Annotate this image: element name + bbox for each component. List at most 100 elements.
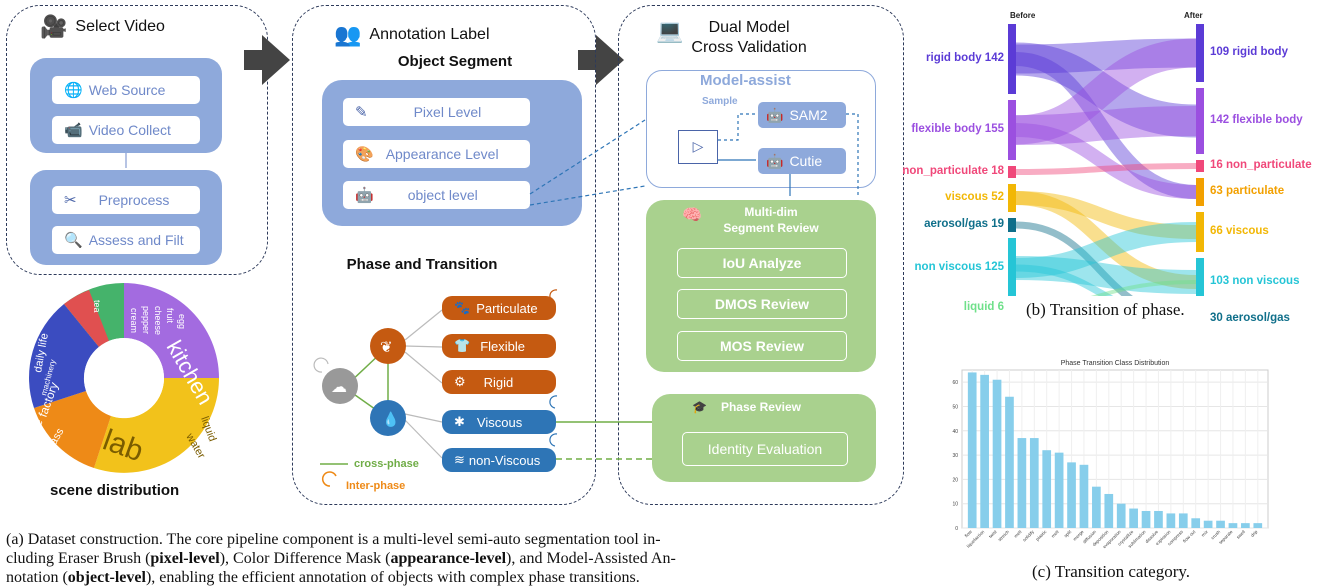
segment-review-title-2: Segment Review: [723, 221, 819, 235]
validation-header: 💻 Dual Model Cross Validation: [656, 18, 807, 58]
sam2-robot-icon: 🤖: [766, 106, 784, 123]
legend-inter-arc: [321, 471, 337, 487]
chart-xtick: plastic: [1035, 529, 1048, 542]
sam2-item: 🤖SAM2: [758, 102, 846, 128]
sankey-right-label: 16 non_particulate: [1210, 159, 1312, 171]
select-video-title: Select Video: [75, 18, 165, 35]
chart-bar: [1017, 438, 1027, 528]
sankey-flow: [1015, 222, 1197, 278]
identity-evaluation-item: Identity Evaluation: [682, 432, 848, 466]
robot-icon: 🤖: [355, 187, 374, 204]
sankey-left-node: [1008, 166, 1016, 178]
annotation-header: 👥 Annotation Label: [334, 22, 490, 48]
sunburst-caption: scene distribution: [50, 482, 180, 499]
eraser-icon: ✎: [355, 104, 368, 121]
arrow-right-2: [578, 35, 624, 85]
people-icon: 👥: [334, 22, 362, 47]
chart-bar: [967, 372, 977, 528]
chart-xtick: swell: [1235, 529, 1246, 540]
sankey-right-node: [1196, 212, 1204, 252]
object-level-label: object level: [407, 187, 478, 203]
sankey-flow: [1015, 191, 1197, 289]
sankey-flow: [1015, 264, 1114, 296]
annotation-panel: [292, 5, 596, 505]
caption-a-line2: cluding Eraser Brush (pixel-level), Colo…: [6, 550, 676, 567]
legend-inter-label: Inter-phase: [346, 480, 406, 492]
sunburst-lab: [94, 378, 219, 473]
video-sample-icon: ▷: [678, 130, 718, 164]
sankey-right-label: 66 viscous: [1210, 225, 1269, 237]
chart-ytick: 20: [952, 477, 958, 483]
chart-xtick: solidify: [1022, 529, 1036, 543]
shirt-icon: 👕: [454, 338, 471, 353]
magnifier-icon: 🔍: [64, 232, 83, 249]
chart-xtick: separate: [1218, 529, 1234, 545]
camera-icon: 📹: [64, 122, 83, 139]
cutie-robot-icon: 🤖: [766, 152, 784, 169]
web-source-label: Web Source: [88, 82, 166, 98]
chart-bar: [1253, 523, 1263, 528]
segment-review-title: 🧠 Multi-dim Segment Review: [682, 204, 856, 236]
validation-title: Dual Model Cross Validation: [691, 18, 806, 58]
chart-xtick: melt: [1013, 529, 1023, 539]
sunburst-kitchen: [124, 283, 219, 378]
transition-bar-chart: Phase Transition Class Distribution01020…: [952, 360, 1269, 549]
sankey-flow: [1015, 163, 1197, 175]
pixel-level-item: ✎ Pixel Level: [343, 98, 530, 126]
chart-bar: [1104, 493, 1114, 528]
paw-icon: 🐾: [454, 300, 471, 315]
sankey-flow: [1090, 280, 1197, 296]
legend-cross-label: cross-phase: [354, 458, 419, 470]
sankey-right-node: [1196, 24, 1204, 82]
sunburst-label-egg: egg: [177, 314, 187, 329]
appearance-level-label: Appearance Level: [385, 146, 499, 162]
rigid-label: Rigid: [483, 374, 514, 390]
sankey-flow: [1015, 42, 1197, 138]
brain-icon: 🧠: [682, 207, 702, 224]
chart-bar: [1203, 520, 1213, 528]
chart-bar: [1005, 396, 1014, 528]
chart-xtick: mix: [1200, 529, 1209, 538]
object-level-item: 🤖 object level: [343, 181, 530, 209]
sankey-right-label: 30 aerosol/gas: [1210, 312, 1290, 324]
segment-review-title-1: Multi-dim: [744, 205, 798, 219]
sankey-left-label: liquid 6: [963, 301, 1004, 313]
sunburst-label-fruit: fruit: [165, 308, 175, 324]
sankey-left-node: [1008, 24, 1016, 94]
flexible-item: 👕 Flexible: [442, 334, 556, 358]
non-viscous-label: non-Viscous: [468, 452, 541, 468]
sankey-left-label: aerosol/gas 19: [924, 218, 1004, 230]
bar-caption: (c) Transition category.: [1032, 562, 1191, 581]
splash-icon: ✱: [454, 414, 465, 429]
chart-bar: [1129, 508, 1138, 528]
chart-xtick: twist: [988, 529, 998, 539]
sankey-flow: [1015, 123, 1197, 199]
flexible-label: Flexible: [480, 338, 525, 354]
graduate-icon: 🎓: [692, 400, 707, 414]
sankey-caption: (b) Transition of phase.: [1026, 300, 1185, 319]
solid-node: [370, 328, 406, 364]
non-viscous-item: ≋non-Viscous: [442, 448, 556, 472]
chart-bar: [1178, 513, 1188, 528]
chart-ytick: 40: [952, 429, 958, 435]
sunburst-label-tea: tea: [92, 300, 102, 313]
sunburst-label-pepper: pepper: [141, 306, 151, 334]
chart-xtick: drip: [1250, 529, 1259, 538]
chart-xtick: crush: [1210, 529, 1222, 541]
caption-a-line1: (a) Dataset construction. The core pipel…: [6, 531, 661, 548]
chart-xtick: split: [1063, 529, 1073, 539]
sankey-flow: [1015, 52, 1197, 199]
droplet-icon: 💧: [382, 411, 399, 428]
waves-icon: ≋: [454, 452, 465, 467]
cutie-item: 🤖Cutie: [758, 148, 846, 174]
chart-bar: [1191, 518, 1201, 528]
chart-bar: [1054, 452, 1064, 528]
sankey-right-label: 142 flexible body: [1210, 114, 1303, 126]
annotation-title: Annotation Label: [369, 26, 490, 43]
phase-review-title: 🎓Phase Review: [692, 400, 801, 414]
palette-icon: 🎨: [355, 146, 374, 163]
phase-sankey: Before After: [1008, 11, 1204, 296]
pixel-level-label: Pixel Level: [413, 104, 482, 120]
chart-bar: [1042, 450, 1052, 528]
